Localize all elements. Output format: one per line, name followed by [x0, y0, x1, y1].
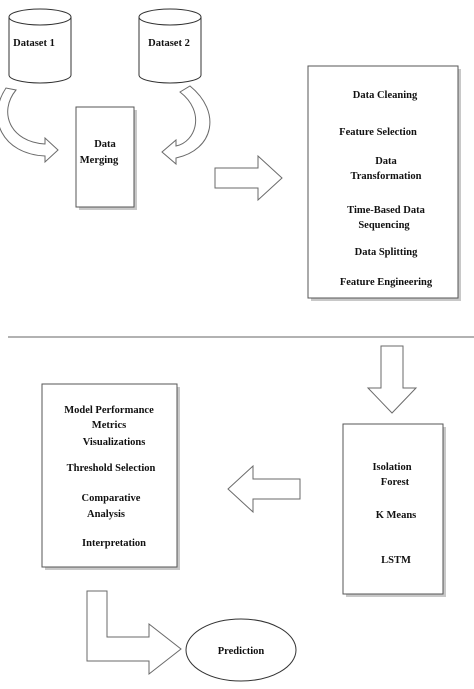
- eval-model-performance-line-1: Model Performance: [64, 405, 154, 416]
- eval-interpretation: Interpretation: [82, 538, 146, 549]
- dataset-2-label: Dataset 2: [148, 38, 190, 49]
- eval-model-performance-line-2: Metrics: [92, 420, 126, 431]
- model-isolation-forest-line-1: Isolation: [372, 462, 411, 473]
- data-merging-box: Data Merging: [75, 106, 137, 210]
- step-data-transformation-line-2: Transformation: [351, 171, 422, 182]
- eval-comparative-analysis-line-2: Analysis: [87, 509, 125, 520]
- merge-label-line-2: Merging: [80, 155, 119, 166]
- arrow-merge-to-preprocessing: [214, 154, 283, 202]
- model-k-means: K Means: [376, 510, 417, 521]
- arrow-models-to-evaluation: [227, 464, 301, 514]
- dataset-1-cylinder: Dataset 1: [8, 8, 72, 84]
- prediction-node: Prediction: [185, 618, 297, 682]
- step-feature-selection: Feature Selection: [339, 127, 417, 138]
- step-time-based-sequencing-line-2: Sequencing: [358, 220, 410, 231]
- step-data-cleaning: Data Cleaning: [353, 90, 418, 101]
- arrow-evaluation-to-prediction: [86, 590, 182, 676]
- step-data-splitting: Data Splitting: [355, 247, 418, 258]
- model-isolation-forest-line-2: Forest: [381, 477, 410, 488]
- evaluation-box: Model Performance Metrics Visualizations…: [41, 383, 180, 570]
- step-feature-engineering: Feature Engineering: [340, 277, 433, 288]
- prediction-label: Prediction: [218, 646, 265, 657]
- eval-threshold-selection: Threshold Selection: [67, 463, 156, 474]
- preprocessing-box: Data Cleaning Feature Selection Data Tra…: [307, 65, 461, 301]
- dataset-2-cylinder: Dataset 2: [138, 8, 202, 84]
- eval-comparative-analysis-line-1: Comparative: [82, 493, 141, 504]
- dataset-1-label: Dataset 1: [13, 38, 55, 49]
- step-time-based-sequencing-line-1: Time-Based Data: [347, 205, 425, 216]
- merge-label-line-1: Data: [94, 139, 116, 150]
- model-lstm: LSTM: [381, 555, 411, 566]
- curved-arrow-right: [161, 85, 211, 166]
- step-data-transformation-line-1: Data: [375, 156, 397, 167]
- curved-arrow-left: [0, 87, 59, 164]
- arrow-preprocessing-to-models: [366, 345, 418, 414]
- models-box: Isolation Forest K Means LSTM: [342, 423, 446, 597]
- eval-visualizations: Visualizations: [83, 437, 146, 448]
